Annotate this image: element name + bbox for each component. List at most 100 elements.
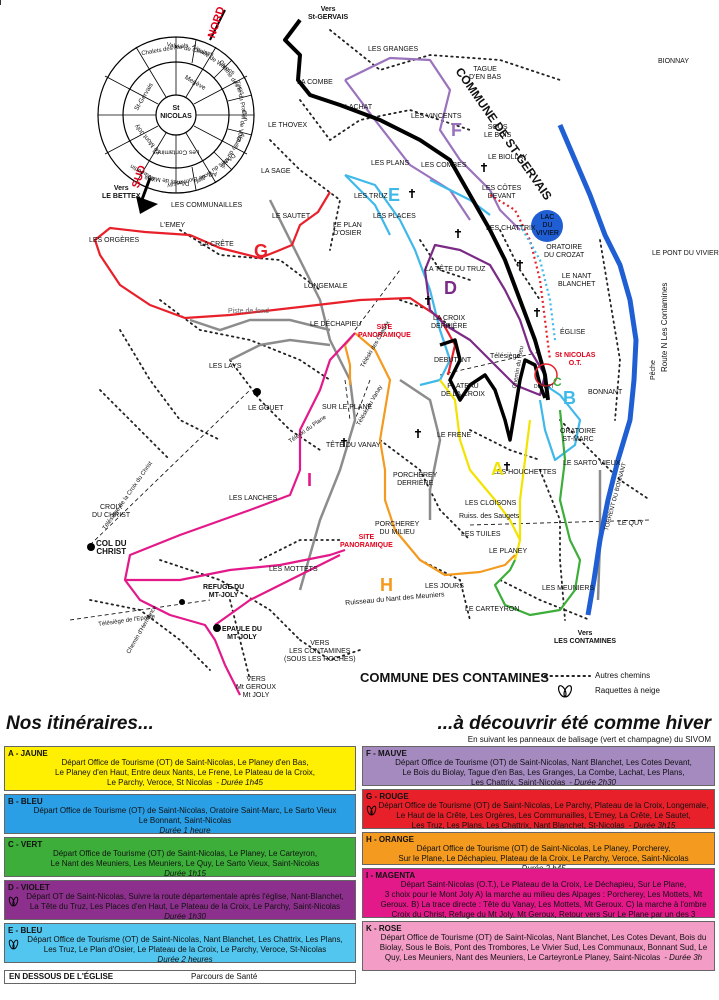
label-sous-le-bois: SOUS LE BOIS: [484, 124, 512, 139]
label-st-nicolas-ot: St NICOLAS O.T.: [555, 352, 596, 367]
label-plateau-croix: PLATEAU DE LA CROIX: [441, 383, 485, 398]
label-longemale: LONGEMALE: [304, 283, 348, 290]
label-le-planey: LE PLANEY: [489, 548, 528, 555]
label-ruiss-saugets: Ruiss. des Saugets: [459, 513, 520, 520]
label-lemey: L'EMEY: [160, 222, 186, 229]
label-pont-du-vivier: LE PONT DU VIVIER: [652, 250, 719, 257]
route-i-line: [123, 332, 356, 696]
route-f-line: [344, 56, 521, 231]
route-card-body: Départ Office de Tourisme (OT) de Saint-…: [377, 801, 710, 831]
label-tete-du-vanay: TÊTE DU VANAY: [326, 442, 381, 449]
route-letter-b: B: [563, 388, 576, 408]
wheel-center-label: St NICOLAS: [160, 105, 192, 120]
label-la-combe: LA COMBE: [297, 79, 333, 86]
route-letter-e: E: [388, 185, 401, 205]
route-c-line: [493, 409, 582, 617]
label-vers-contamines-roches: VERS LES CONTAMINES (SOUS LES ROCHES): [284, 640, 356, 663]
label-les-houchettes: LES HOUCHETTES: [493, 469, 557, 476]
label-sur-le-plane: SUR LE PLANE: [322, 404, 373, 411]
label-les-plans: LES PLANS: [371, 160, 410, 167]
label-le-dechapieu: LE DÉCHAPIEU: [310, 321, 362, 328]
route-letter-i: I: [307, 470, 313, 490]
route-card-duration: - Durée 2h30: [569, 778, 616, 787]
route-letter-a: A: [491, 459, 504, 479]
route-card-line: Départ Office de Tourisme (OT) de Saint-…: [27, 935, 343, 944]
route-card-title: F - MAUVE: [366, 749, 407, 758]
route-letter-g: G: [254, 241, 269, 261]
route-card-duration: - Durée 3h: [664, 953, 703, 962]
route-card-line: Départ Office de Tourisme (OT) de Saint-…: [416, 844, 671, 853]
route-card-duration: - Durée 1h45: [216, 778, 263, 787]
route-h-line: [354, 332, 516, 577]
route-card-body: Départ Office de Tourisme (OT) de Saint-…: [19, 758, 351, 788]
route-a-line: [439, 379, 522, 561]
label-bionnay: BIONNAY: [658, 58, 689, 65]
route-card-line: Les Truz, Les Plans, Les Chattrix, Nant …: [411, 821, 625, 830]
route-card-title: H - ORANGE: [366, 835, 414, 844]
heading-itineraires: Nos itinéraires...: [6, 713, 154, 734]
snowshoe-icon: [8, 896, 19, 907]
label-vers-mt-geroux: VERS Mt GEROUX Mt JOLY: [236, 676, 277, 699]
route-card-body: Départ OT de Saint-Nicolas, Suivre la ro…: [19, 892, 351, 922]
label-oratoire-crozat: ORATOIRE DU CROZAT: [544, 244, 585, 259]
cross-icons: [0, 0, 540, 471]
route-b-line: [538, 384, 582, 462]
label-lac-du-vivier: LAC DU VIVIER: [536, 214, 559, 237]
label-les-cotes-devant: LES CÔTES DEVANT: [482, 185, 522, 200]
subtitle-balisage: En suivant les panneaux de balisage (ver…: [467, 735, 711, 744]
label-piste-de-fond: Piste de fond: [228, 308, 269, 315]
route-card-title: K - ROSE: [366, 924, 402, 933]
label-les-jours: LES JOURS: [425, 583, 464, 590]
route-k-line: [489, 194, 552, 361]
label-les-chattrix: LES CHATTRIX: [486, 225, 536, 232]
bonnant-river: [557, 124, 639, 616]
route-card-line: Départ Office de Tourisme (OT) de Saint-…: [52, 849, 318, 858]
label-peche: Pêche: [650, 360, 657, 380]
label-route-n: Route N Les Contamines: [660, 282, 669, 372]
route-card-line: Départ Office de Tourisme (OT) de Saint-…: [378, 801, 709, 810]
route-card-line: Départ Office de Tourisme (OT) de Saint-…: [380, 933, 707, 942]
route-card-line: Départ Office de Tourisme (OT) de Saint-…: [33, 806, 337, 815]
route-card-line: La Tête du Truz, Les Places d'en Haut, L…: [29, 902, 341, 911]
route-card-line: Départ Saint-Nicolas (O.T.), Le Plateau …: [400, 880, 687, 889]
snowshoe-icon: [8, 939, 19, 950]
label-les-mottets: LES MOTTETS: [269, 566, 318, 573]
label-les-combes: LES COMBES: [421, 162, 467, 169]
label-les-cloisons: LES CLOISONS: [465, 500, 517, 507]
map-drawing: [0, 0, 651, 698]
commune-contamines-label: COMMUNE DES CONTAMINES: [360, 670, 549, 685]
route-card-body: Départ Office de Tourisme (OT) de Saint-…: [19, 935, 351, 965]
route-card-title: G - ROUGE: [366, 792, 409, 801]
label-vers-le-bettex: Vers LE BETTEX: [102, 185, 141, 200]
legend-raquettes: Raquettes à neige: [595, 686, 660, 695]
route-card-title: A - JAUNE: [8, 749, 48, 758]
label-debutant: DEBUTANT: [434, 357, 472, 364]
label-eglise: ÉGLISE: [560, 329, 586, 336]
label-telesiege: Télésiège: [490, 353, 521, 360]
label-les-tuiles: LES TUILES: [461, 531, 501, 538]
label-le-biollay: LE BIOLLAY: [488, 154, 528, 161]
other-paths: [89, 29, 651, 681]
label-le-gouet: LE GOUET: [248, 405, 284, 412]
route-card-line: Le Haut de la Crête, Les Orgères, Les Co…: [396, 811, 691, 820]
label-vers-st-gervais: Vers St-GERVAIS: [308, 6, 349, 21]
label-porcherey-milieu: PORCHEREY DU MILIEU: [375, 521, 420, 536]
route-letter-d: D: [444, 278, 457, 298]
label-les-meuniers: LES MEUNIERS: [542, 585, 595, 592]
route-card-body: Départ Office de Tourisme (OT) de Saint-…: [377, 758, 710, 788]
legend-autres-chemins: Autres chemins: [595, 671, 651, 680]
route-card-line: Biolay, Sous le Bois, Pont des Trombores…: [379, 943, 708, 952]
lake-vivier: [531, 210, 563, 242]
label-le-quy: LE QUY: [618, 520, 644, 527]
route-letter-f: F: [451, 120, 462, 140]
route-e-line: [344, 173, 452, 387]
route-d-line: [423, 243, 547, 397]
heading-ete-hiver: ...à découvrir été comme hiver: [437, 713, 711, 734]
route-card-title: B - BLEU: [8, 797, 43, 806]
